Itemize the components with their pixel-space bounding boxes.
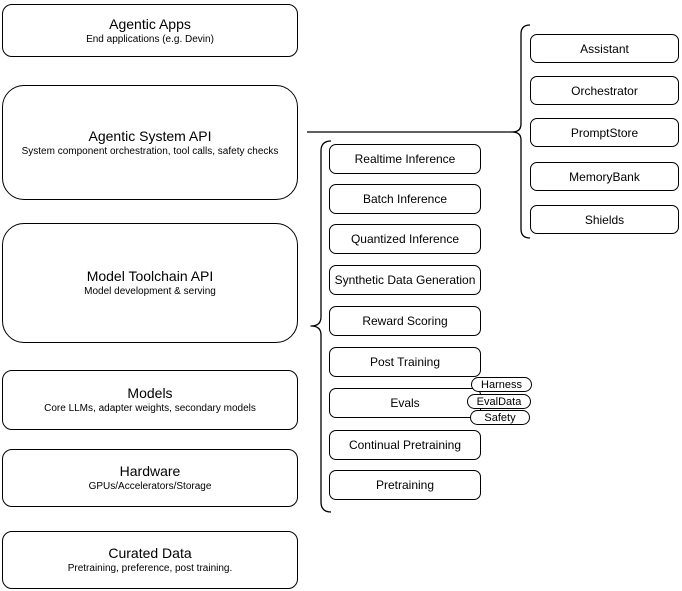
layer-subtitle: System component orchestration, tool cal… (21, 145, 279, 157)
toolchain-item-batch-inference: Batch Inference (329, 184, 481, 214)
toolchain-item-quantized-inference: Quantized Inference (329, 224, 481, 254)
eval-tag-safety: Safety (470, 410, 530, 425)
layer-subtitle: Core LLMs, adapter weights, secondary mo… (44, 403, 256, 414)
layer-subtitle: GPUs/Accelerators/Storage (88, 481, 212, 492)
layer-title: Model Toolchain API (86, 268, 214, 284)
system-component-memorybank: MemoryBank (530, 162, 679, 191)
layer-box-agentic-system-api: Agentic System API System component orch… (2, 85, 298, 200)
toolchain-item-continual-pretraining: Continual Pretraining (329, 430, 481, 460)
toolchain-brace (310, 140, 332, 513)
layer-box-hardware: Hardware GPUs/Accelerators/Storage (2, 449, 298, 507)
system-component-assistant: Assistant (530, 34, 679, 63)
layer-box-agentic-apps: Agentic Apps End applications (e.g. Devi… (2, 4, 298, 57)
toolchain-item-post-training: Post Training (329, 347, 481, 377)
system-component-promptstore: PromptStore (530, 118, 679, 147)
layer-box-curated-data: Curated Data Pretraining, preference, po… (2, 531, 298, 589)
layer-title: Hardware (119, 463, 181, 479)
eval-tag-evaldata: EvalData (467, 394, 531, 409)
layer-title: Curated Data (108, 545, 192, 561)
layer-box-model-toolchain-api: Model Toolchain API Model development & … (2, 223, 298, 343)
toolchain-item-synthetic-data-generation: Synthetic Data Generation (329, 265, 481, 295)
eval-tag-harness: Harness (471, 377, 532, 392)
system-component-orchestrator: Orchestrator (530, 76, 679, 105)
system-component-shields: Shields (530, 205, 679, 234)
layer-title: Models (127, 385, 173, 401)
layer-box-models: Models Core LLMs, adapter weights, secon… (2, 370, 298, 430)
layer-subtitle: Model development & serving (84, 286, 216, 297)
system-components-brace (511, 24, 531, 239)
layer-subtitle: End applications (e.g. Devin) (86, 33, 214, 45)
toolchain-item-realtime-inference: Realtime Inference (329, 144, 481, 174)
layer-subtitle: Pretraining, preference, post training. (67, 563, 233, 574)
toolchain-item-pretraining: Pretraining (329, 470, 481, 500)
toolchain-item-reward-scoring: Reward Scoring (329, 306, 481, 336)
layer-title: Agentic System API (88, 127, 212, 144)
toolchain-item-evals: Evals (329, 388, 481, 418)
layer-title: Agentic Apps (109, 15, 191, 32)
